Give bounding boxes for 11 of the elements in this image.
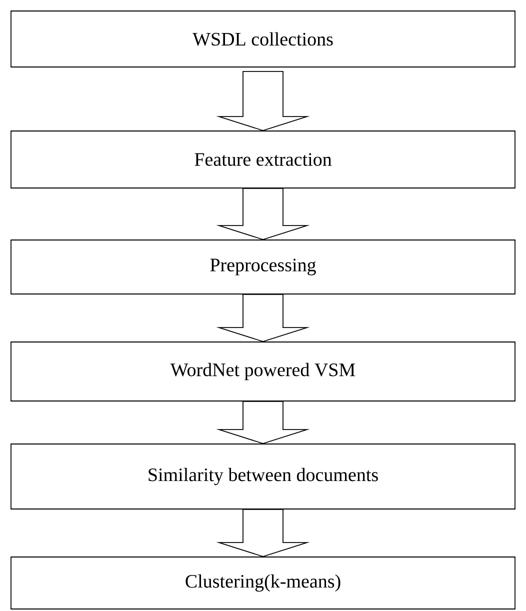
- process-box: Clustering(k-means): [10, 556, 516, 610]
- process-box: Similarity between documents: [10, 444, 516, 510]
- block-arrow: [216, 188, 310, 240]
- process-box: WSDL collections: [10, 10, 516, 68]
- process-box: Feature extraction: [10, 130, 516, 188]
- block-arrow: [216, 294, 310, 342]
- block-arrow: [216, 71, 310, 132]
- block-arrow: [216, 509, 310, 558]
- process-box: WordNet powered VSM: [10, 342, 516, 402]
- block-arrow: [216, 401, 310, 444]
- process-box: Preprocessing: [10, 240, 516, 294]
